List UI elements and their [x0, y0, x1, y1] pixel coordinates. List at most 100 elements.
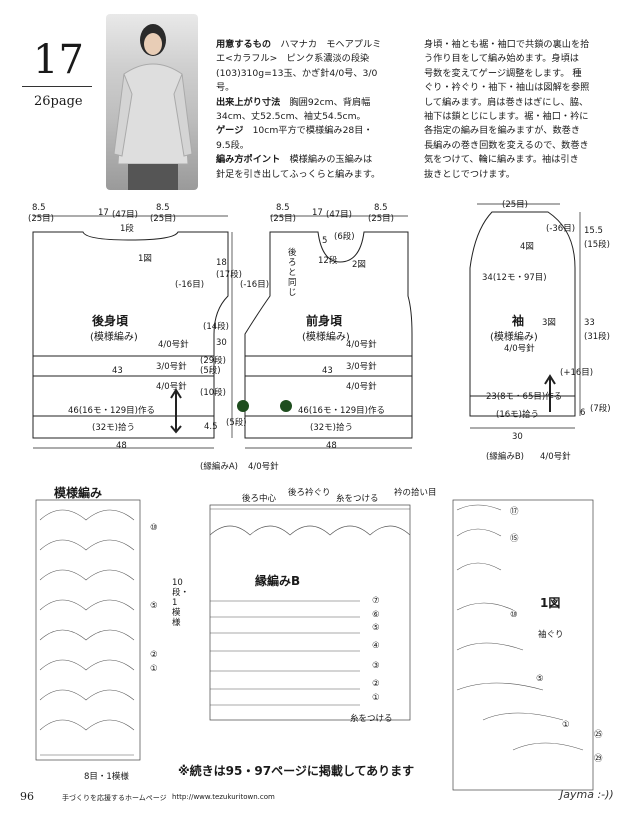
front-neck-5: 5 — [322, 236, 328, 246]
sleeve-fig4: 4図 — [520, 242, 534, 252]
sleeve-pick-up: (16モ)拾う — [496, 410, 539, 420]
back-hem — [32, 415, 215, 439]
instruction-line: ぐり・衿ぐり・袖下・袖山は図解を参照 — [424, 82, 590, 94]
gauge-line1: 10cm平方で模様編み28目・ — [252, 125, 373, 137]
front-same-as-back: 後ろと同じ — [288, 248, 297, 298]
front-cast-on: 46(16モ・129目)作る — [298, 406, 385, 416]
edging-chart-title: 縁編みB — [255, 574, 301, 588]
back-side-dec: (-16目) — [175, 280, 205, 290]
continuation-note: ※続きは95・97ページに掲載してあります — [178, 764, 415, 778]
back-right-width: 8.5 — [156, 203, 170, 213]
model-figure-icon — [113, 24, 193, 190]
instruction-line: 気をつけて、輪に編みます。袖は引き — [424, 154, 579, 166]
back-left-sts: (25目) — [28, 214, 54, 224]
back-right-sts: (25目) — [150, 214, 176, 224]
watermark: Jayma :-)) — [560, 788, 614, 801]
sleeve-subtitle: (模様編み) — [490, 332, 538, 343]
finish-label: 出来上がり寸法 — [216, 96, 281, 108]
model-photo — [106, 14, 198, 190]
front-bottom-width: 48 — [326, 441, 337, 451]
fig1-row-25: ㉕ — [594, 730, 603, 740]
edging-attach-yarn-2: 糸をつける — [350, 714, 393, 724]
footer-url[interactable]: http://www.tezukuritown.com — [172, 793, 275, 801]
edging-row-6: ⑥ — [372, 610, 380, 620]
back-hem-rows: (5段) — [226, 418, 247, 428]
sleeve-width: 34(12モ・97目) — [482, 273, 547, 283]
back-rows-29: (29段) — [200, 356, 226, 366]
front-fig-ref: 2図 — [352, 260, 366, 270]
materials-line4: 号。 — [216, 82, 235, 94]
front-needle-2: 3/0号針 — [346, 362, 377, 372]
pattern-row-10: ⑩ — [150, 523, 158, 533]
page-number: 96 — [20, 790, 34, 803]
front-title: 前身頃 — [306, 314, 343, 328]
edging-chart-stitches — [210, 508, 410, 706]
back-needle-3: 4/0号針 — [156, 382, 187, 392]
back-height-18: 18 — [216, 258, 227, 268]
sleeve-inc: (+16目) — [560, 368, 594, 378]
front-neck-6: (6段) — [334, 232, 355, 242]
fig1-chart-frame — [452, 499, 594, 791]
footer-site-label: 手づくりを応援するホームページ — [62, 794, 167, 802]
sleeve-cast-on: 23(8モ・65目)作る — [486, 392, 563, 402]
instruction-line: 抜きとじでつけます。 — [424, 168, 515, 180]
bead-icon — [280, 400, 292, 412]
edging-row-7: ⑦ — [372, 596, 380, 606]
fig1-row-10: ⑩ — [510, 610, 518, 620]
fig1-row-1: ① — [562, 720, 570, 730]
sleeve-fig3: 3図 — [542, 318, 556, 328]
front-width-43: 43 — [322, 366, 333, 376]
finish-line2: 34cm、丈52.5cm、袖丈54.5cm。 — [216, 111, 366, 123]
edging-row-2: ② — [372, 679, 380, 689]
edging-neck-pick: 衿の拾い目 — [394, 488, 437, 498]
instruction-line: 号数を変えてゲージ調整をします。 種 — [424, 67, 582, 79]
sleeve-length: 33 — [584, 318, 595, 328]
front-hem — [244, 415, 413, 439]
front-left-width: 8.5 — [276, 203, 290, 213]
point-line2: 針足を引き出してふっくらと編みます。 — [216, 168, 381, 180]
edging-row-5: ⑤ — [372, 623, 380, 633]
point-label: 編み方ポイント — [216, 154, 281, 166]
instruction-line: 長編みの巻き回数を変えるので、数巻き — [424, 139, 589, 151]
sleeve-outline — [469, 211, 576, 397]
gauge-line2: 9.5段。 — [216, 139, 249, 151]
front-right-sts: (25目) — [368, 214, 394, 224]
edging-attach-yarn: 糸をつける — [336, 494, 379, 504]
back-neck-rows: 1段 — [120, 224, 134, 234]
sleeve-cuff — [469, 395, 576, 417]
page-reference: 26page — [34, 94, 83, 109]
sleeve-cuff-rows: (7段) — [590, 404, 611, 414]
instruction-line: して編みます。肩は巻きはぎにし、脇、 — [424, 96, 589, 108]
sleeve-edging-needle: 4/0号針 — [540, 452, 571, 462]
bead-icon — [237, 400, 249, 412]
front-left-sts: (25目) — [270, 214, 296, 224]
materials-line1: ハマナカ モヘアプルミ — [280, 39, 382, 50]
back-rows-14: (14段) — [203, 322, 229, 332]
back-rows-5: (5段) — [200, 366, 221, 376]
front-neck-12: 12段 — [318, 256, 338, 266]
pattern-repeat-rows: 10段・1模様 — [172, 578, 190, 628]
front-needle-3: 4/0号針 — [346, 382, 377, 392]
fig1-row-15: ⑮ — [510, 534, 519, 544]
sleeve-cap-height: 15.5 — [584, 226, 603, 236]
front-body-outline — [244, 231, 413, 417]
front-subtitle: (模様編み) — [302, 332, 350, 343]
sleeve-rows: (31段) — [584, 332, 610, 342]
back-fig-ref: 1図 — [138, 254, 152, 264]
edging-row-3: ③ — [372, 661, 380, 671]
materials-line3: (103)310g=13玉、かぎ針4/0号、3/0 — [216, 67, 378, 79]
materials-line2: エ<カラフル> ピンク系濃淡の段染 — [216, 53, 370, 65]
instruction-line: 身頃・袖とも裾・袖口で共鎖の裏山を拾 — [424, 39, 590, 50]
pattern-chart-title: 模様編み — [54, 486, 103, 500]
sleeve-needle: 4/0号針 — [504, 344, 535, 354]
front-edging-a: (縁編みA) — [200, 462, 238, 472]
fig1-row-29: ㉙ — [594, 754, 603, 764]
back-title: 後身頃 — [92, 314, 129, 328]
sleeve-bottom-width: 30 — [512, 432, 523, 442]
sleeve-cap-rows: (15段) — [584, 240, 610, 250]
back-rows-17: (17段) — [216, 270, 242, 280]
back-body-outline — [32, 231, 229, 417]
sleeve-title: 袖 — [512, 314, 525, 328]
finish-line1: 胸囲92cm、背肩幅 — [289, 96, 371, 108]
